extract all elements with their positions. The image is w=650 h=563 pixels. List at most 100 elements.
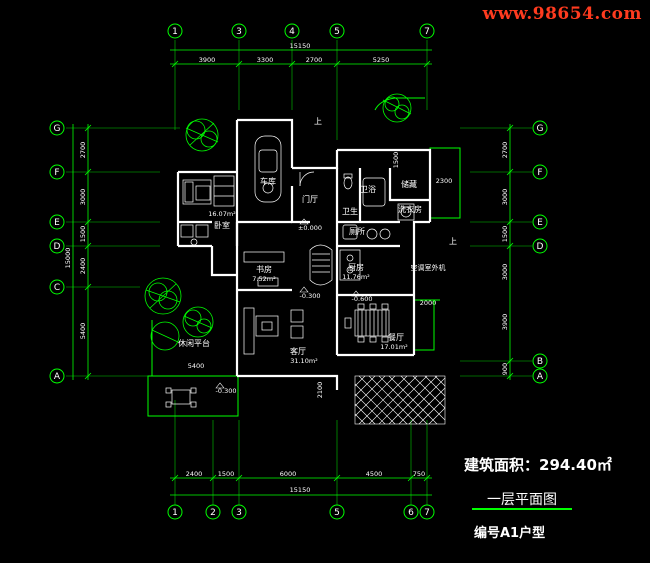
dimension-texts: 15150 3900 3300 2700 5250 2400 1500 6000… xyxy=(186,42,453,494)
dim-bottom-seg-3: 6000 xyxy=(280,470,297,478)
level-mark-entry: ±0.000 xyxy=(298,224,322,232)
sofa-icon xyxy=(243,307,304,355)
axis-right-F: F xyxy=(537,168,542,178)
up-arrow-label-2: 上 xyxy=(449,237,457,246)
dim-left-seg-2: 3000 xyxy=(79,189,87,206)
room-bedroom-area: 16.07m² xyxy=(208,210,236,218)
dim-right-seg-1: 2700 xyxy=(501,142,509,159)
dim-bottom-seg-4: 4500 xyxy=(366,470,383,478)
axis-bottom-7: 7 xyxy=(424,508,430,518)
toilet-icon xyxy=(343,173,353,190)
room-study-area: 7.52m² xyxy=(252,275,276,283)
room-laundry-label: 洗衣房 xyxy=(398,204,422,214)
bathtub-icon xyxy=(362,177,386,207)
axis-right-E: E xyxy=(537,218,543,228)
axis-bottom-1: 1 xyxy=(172,508,178,518)
plan-code: 编号A1户型 xyxy=(474,526,546,541)
axis-right-A: A xyxy=(537,372,544,382)
bookshelf-icon xyxy=(243,251,285,287)
dim-left-seg-5: 5400 xyxy=(79,323,87,340)
level-mark-dining: -0.600 xyxy=(352,295,373,303)
room-living-label: 客厅 xyxy=(290,346,306,356)
room-bedroom-label: 卧室 xyxy=(214,220,230,230)
building-area: 建筑面积：294.40㎡ xyxy=(464,456,612,474)
axis-bottom-5: 5 xyxy=(334,508,340,518)
axis-right-D: D xyxy=(537,242,544,252)
room-study-label: 书房 xyxy=(256,264,272,274)
dim-right-seg-4: 3000 xyxy=(501,264,509,281)
axis-left-C: C xyxy=(54,283,60,293)
dim-misc-2000: 2000 xyxy=(420,299,437,307)
dim-left-seg-4: 2400 xyxy=(79,258,87,275)
tree-icon xyxy=(382,93,412,123)
dim-top-total: 15150 xyxy=(290,42,311,50)
room-garage-label: 车库 xyxy=(260,176,276,186)
washing-machine-icon xyxy=(397,203,415,221)
dim-left-total: 15000 xyxy=(64,248,72,269)
stair-icon xyxy=(309,244,333,286)
paving-hatch xyxy=(354,375,446,425)
dim-left-seg-1: 2700 xyxy=(79,142,87,159)
tree-icon xyxy=(144,277,182,315)
tree-icon xyxy=(182,306,214,338)
dining-table-icon xyxy=(344,303,390,343)
up-arrow-label-1: 上 xyxy=(314,117,322,126)
axis-bottom-6: 6 xyxy=(408,508,414,518)
axis-top-1: 1 xyxy=(172,27,178,37)
dim-misc-5400: 5400 xyxy=(188,362,205,370)
axis-bottom-3: 3 xyxy=(236,508,242,518)
outdoor-table-icon xyxy=(165,387,197,408)
dim-bottom-seg-1: 2400 xyxy=(186,470,203,478)
dim-top-seg-4: 5250 xyxy=(373,56,390,64)
dim-top-seg-2: 3300 xyxy=(257,56,274,64)
axis-bubble-labels: 1 3 4 5 7 1 2 3 5 6 7 G F E D C A G F E … xyxy=(54,27,544,518)
dim-bottom-total: 15150 xyxy=(290,486,311,494)
axis-left-E: E xyxy=(54,218,60,228)
axis-right-G: G xyxy=(537,124,544,134)
axis-top-5: 5 xyxy=(334,27,340,37)
kitchen-counter-icon xyxy=(339,249,361,281)
entry-door-swing-icon xyxy=(299,171,315,187)
axis-bubbles xyxy=(49,23,548,520)
dim-bottom-seg-2: 1500 xyxy=(218,470,235,478)
car-icon xyxy=(254,135,282,203)
sofa-chair-icon xyxy=(180,224,209,246)
room-entry-label: 门厅 xyxy=(302,194,318,204)
wardrobe-icon xyxy=(213,175,235,207)
dim-left-seg-3: 1500 xyxy=(79,226,87,243)
axis-top-3: 3 xyxy=(236,27,242,37)
room-leisure-label: 休闲平台 xyxy=(178,338,210,348)
room-labels: 车库 16.07m² 卧室 门厅 储藏 洗衣房 卫浴 卫生 厕所 厨房 11.7… xyxy=(178,117,457,365)
dim-misc-2300: 2300 xyxy=(436,177,453,185)
room-dining-label: 餐厅 xyxy=(388,333,404,342)
axis-right-B: B xyxy=(537,357,543,367)
level-mark-terrace: -0.300 xyxy=(216,387,237,395)
dimension-lines xyxy=(72,49,514,496)
dim-misc-2100: 2100 xyxy=(316,382,324,399)
axis-left-G: G xyxy=(54,124,61,134)
axis-top-4: 4 xyxy=(289,27,295,37)
axis-bottom-2: 2 xyxy=(210,508,216,518)
dim-misc-1500: 1500 xyxy=(392,152,400,169)
sink-icon xyxy=(342,224,391,240)
walls xyxy=(176,118,432,390)
room-dining-area: 17.01m² xyxy=(380,343,408,351)
room-kitchen-area: 11.76m² xyxy=(342,273,370,281)
dim-top-seg-1: 3900 xyxy=(199,56,216,64)
furniture xyxy=(165,135,415,408)
axis-top-7: 7 xyxy=(424,27,430,37)
axis-left-A: A xyxy=(54,372,61,382)
dim-right-seg-5: 3900 xyxy=(501,314,509,331)
bed-icon xyxy=(182,179,212,205)
title-underline xyxy=(472,508,572,510)
dim-top-seg-3: 2700 xyxy=(306,56,323,64)
dimension-texts-vertical: 15000 2700 3000 1500 2400 5400 2700 3000… xyxy=(64,142,509,375)
axis-grid xyxy=(66,40,532,505)
axis-left-D: D xyxy=(54,242,61,252)
room-toilet-label: 厕所 xyxy=(349,226,365,236)
tree-icon xyxy=(185,118,219,152)
room-bath2-label: 卫生 xyxy=(342,206,358,216)
dim-right-seg-2: 3000 xyxy=(501,189,509,206)
room-storage-label: 储藏 xyxy=(401,179,417,189)
